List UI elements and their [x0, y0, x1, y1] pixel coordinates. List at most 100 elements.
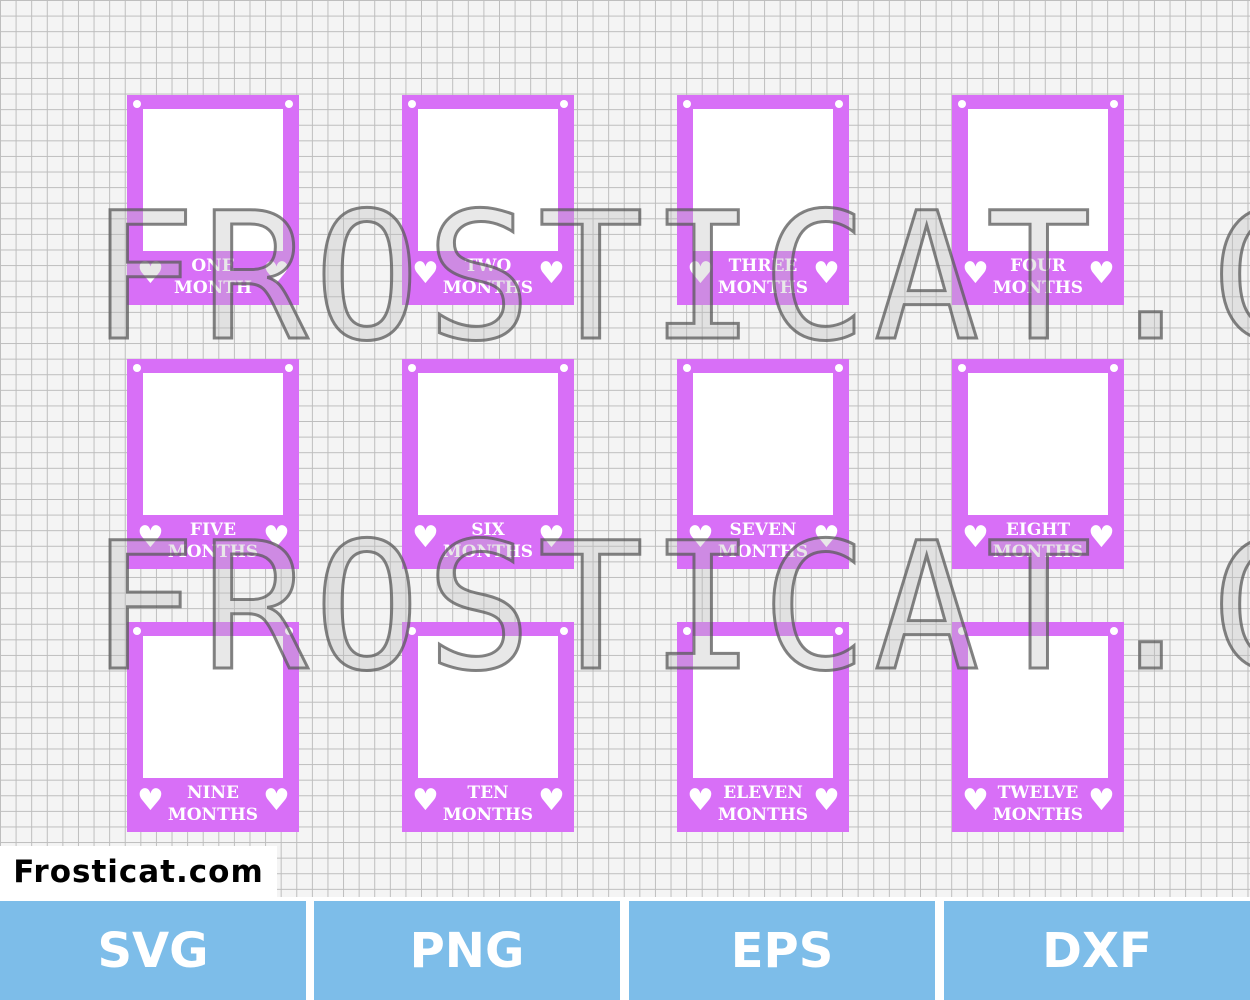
photo-frame-10: ♥ ♥ TEN MONTHS — [402, 622, 574, 832]
frame-label-line1: FOUR — [1010, 256, 1066, 276]
frame-label-line2: MONTHS — [717, 542, 809, 562]
photo-area — [418, 373, 558, 515]
heart-icon: ♥ — [137, 256, 164, 291]
heart-icon: ♥ — [137, 783, 164, 818]
heart-icon: ♥ — [412, 520, 439, 555]
heart-icon: ♥ — [538, 520, 565, 555]
frame-label: FIVE MONTHS — [163, 519, 263, 563]
photo-area — [418, 636, 558, 778]
hole-icon — [958, 627, 966, 635]
heart-icon: ♥ — [1088, 520, 1115, 555]
frame-label-line1: ELEVEN — [723, 783, 803, 803]
photo-area — [418, 109, 558, 251]
heart-icon: ♥ — [538, 256, 565, 291]
heart-icon: ♥ — [813, 520, 840, 555]
photo-area — [143, 636, 283, 778]
frame-label: FOUR MONTHS — [988, 255, 1088, 299]
hole-icon — [133, 627, 141, 635]
heart-icon: ♥ — [813, 256, 840, 291]
heart-icon: ♥ — [1088, 256, 1115, 291]
photo-frame-5: ♥ ♥ FIVE MONTHS — [127, 359, 299, 569]
heart-icon: ♥ — [962, 783, 989, 818]
hole-icon — [835, 627, 843, 635]
hole-icon — [683, 627, 691, 635]
brand-logo: Frosticat.com — [0, 846, 277, 898]
hole-icon — [560, 364, 568, 372]
photo-frame-9: ♥ ♥ NINE MONTHS — [127, 622, 299, 832]
frame-label: EIGHT MONTHS — [988, 519, 1088, 563]
frame-label-line2: MONTHS — [442, 278, 534, 298]
hole-icon — [285, 364, 293, 372]
frame-label-line2: MONTHS — [992, 278, 1084, 298]
heart-icon: ♥ — [538, 783, 565, 818]
hole-icon — [408, 364, 416, 372]
frame-label-line1: THREE — [728, 256, 798, 276]
frame-label-line1: ONE — [191, 256, 235, 276]
hole-icon — [133, 364, 141, 372]
frame-label-line2: MONTHS — [717, 805, 809, 825]
frame-label: ELEVEN MONTHS — [713, 782, 813, 826]
hole-icon — [285, 100, 293, 108]
frame-label-line2: MONTH — [174, 278, 252, 298]
frame-label: TWELVE MONTHS — [988, 782, 1088, 826]
photo-frame-12: ♥ ♥ TWELVE MONTHS — [952, 622, 1124, 832]
frame-label-line1: TWO — [464, 256, 512, 276]
frame-label-line2: MONTHS — [717, 278, 809, 298]
hole-icon — [958, 364, 966, 372]
photo-area — [143, 373, 283, 515]
photo-area — [143, 109, 283, 251]
heart-icon: ♥ — [263, 783, 290, 818]
frame-label-line1: EIGHT — [1005, 520, 1071, 540]
photo-area — [968, 109, 1108, 251]
frame-label-line1: TWELVE — [997, 783, 1079, 803]
frame-label: SEVEN MONTHS — [713, 519, 813, 563]
frame-label: TWO MONTHS — [438, 255, 538, 299]
format-eps: EPS — [629, 901, 935, 1000]
frame-label: THREE MONTHS — [713, 255, 813, 299]
heart-icon: ♥ — [687, 520, 714, 555]
hole-icon — [958, 100, 966, 108]
heart-icon: ♥ — [687, 256, 714, 291]
heart-icon: ♥ — [687, 783, 714, 818]
heart-icon: ♥ — [962, 520, 989, 555]
design-board: ♥ ♥ ONE MONTH ♥ ♥ TWO MONTHS ♥ ♥ THREE M… — [89, 95, 1250, 832]
frame-label-line1: SIX — [471, 520, 505, 540]
photo-area — [968, 373, 1108, 515]
photo-area — [968, 636, 1108, 778]
hole-icon — [1110, 100, 1118, 108]
frame-label-line2: MONTHS — [167, 805, 259, 825]
frame-label: TEN MONTHS — [438, 782, 538, 826]
photo-area — [693, 373, 833, 515]
photo-area — [693, 109, 833, 251]
format-bar: SVG PNG EPS DXF — [0, 897, 1250, 1000]
photo-frame-6: ♥ ♥ SIX MONTHS — [402, 359, 574, 569]
photo-frame-4: ♥ ♥ FOUR MONTHS — [952, 95, 1124, 305]
photo-frame-3: ♥ ♥ THREE MONTHS — [677, 95, 849, 305]
hole-icon — [1110, 627, 1118, 635]
format-svg: SVG — [0, 901, 306, 1000]
photo-frame-1: ♥ ♥ ONE MONTH — [127, 95, 299, 305]
heart-icon: ♥ — [263, 256, 290, 291]
frame-label-line2: MONTHS — [992, 805, 1084, 825]
frame-label-line1: TEN — [467, 783, 509, 803]
hole-icon — [285, 627, 293, 635]
photo-frame-7: ♥ ♥ SEVEN MONTHS — [677, 359, 849, 569]
hole-icon — [560, 100, 568, 108]
heart-icon: ♥ — [412, 783, 439, 818]
frame-label-line1: NINE — [187, 783, 239, 803]
hole-icon — [683, 364, 691, 372]
hole-icon — [835, 364, 843, 372]
hole-icon — [1110, 364, 1118, 372]
heart-icon: ♥ — [813, 783, 840, 818]
heart-icon: ♥ — [1088, 783, 1115, 818]
heart-icon: ♥ — [137, 520, 164, 555]
heart-icon: ♥ — [412, 256, 439, 291]
frame-label: NINE MONTHS — [163, 782, 263, 826]
format-dxf: DXF — [944, 901, 1250, 1000]
frame-label-line2: MONTHS — [992, 542, 1084, 562]
heart-icon: ♥ — [263, 520, 290, 555]
hole-icon — [408, 627, 416, 635]
frame-label: SIX MONTHS — [438, 519, 538, 563]
photo-frame-11: ♥ ♥ ELEVEN MONTHS — [677, 622, 849, 832]
format-png: PNG — [314, 901, 620, 1000]
